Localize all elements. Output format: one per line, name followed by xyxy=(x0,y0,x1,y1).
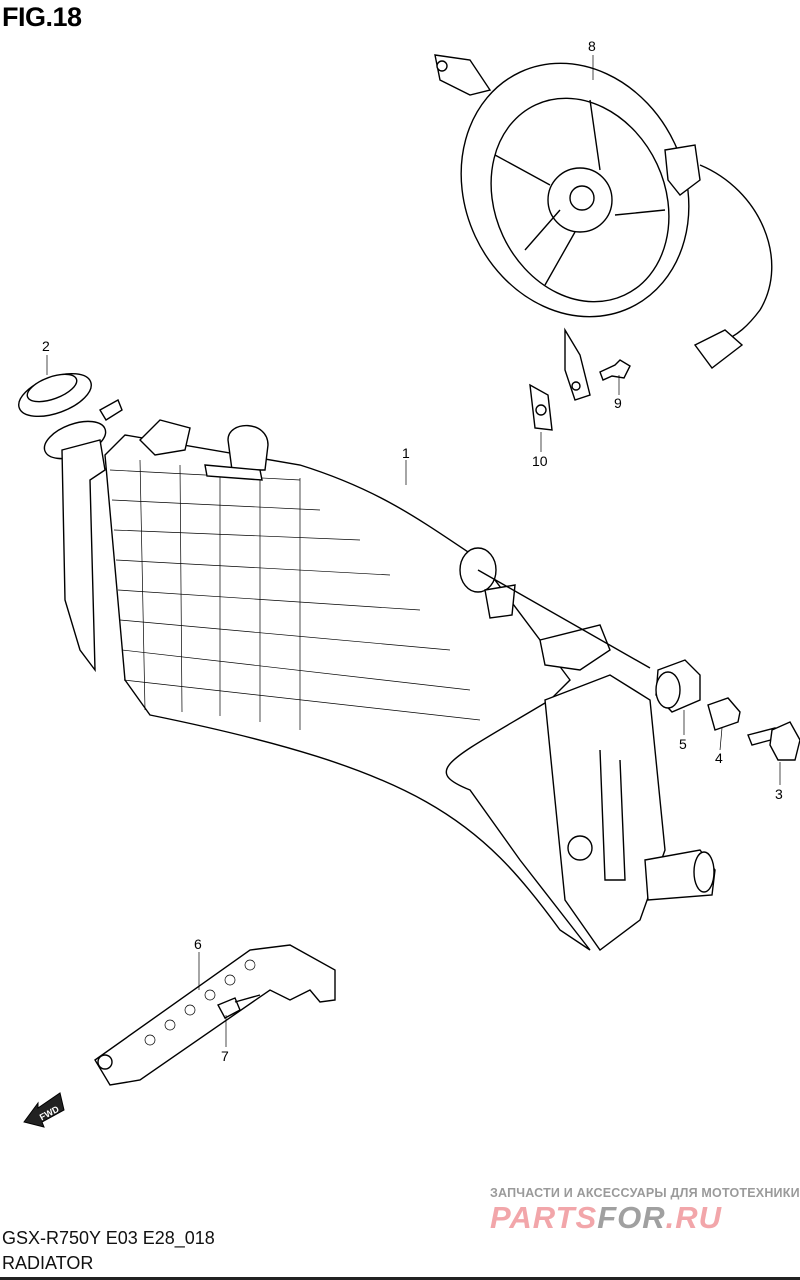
bolt-7[interactable] xyxy=(217,994,261,1019)
bracket-6[interactable] xyxy=(94,944,336,1086)
watermark-logo: PARTSFOR.RU xyxy=(490,1200,722,1236)
callout-5[interactable]: 5 xyxy=(679,736,687,752)
figure-name: RADIATOR xyxy=(2,1253,94,1273)
watermark-logo-b: FOR xyxy=(597,1200,666,1235)
model-code: GSX-R750Y E03 E28_018 xyxy=(2,1228,215,1248)
bottom-divider xyxy=(0,1277,800,1280)
callout-8[interactable]: 8 xyxy=(588,38,596,54)
bolt-9[interactable] xyxy=(599,359,631,381)
cushion-5[interactable] xyxy=(655,659,701,713)
collar-4[interactable] xyxy=(707,697,741,731)
callout-9[interactable]: 9 xyxy=(614,395,622,411)
callout-1[interactable]: 1 xyxy=(402,445,410,461)
callout-4[interactable]: 4 xyxy=(715,750,723,766)
callout-3[interactable]: 3 xyxy=(775,786,783,802)
nut-10[interactable] xyxy=(529,383,553,431)
watermark-logo-c: .RU xyxy=(665,1200,723,1235)
radiator[interactable] xyxy=(39,399,716,951)
callout-6[interactable]: 6 xyxy=(194,936,202,952)
callout-2[interactable]: 2 xyxy=(42,338,50,354)
radiator-cap[interactable] xyxy=(13,365,97,425)
bolt-3[interactable] xyxy=(747,721,800,761)
callout-10[interactable]: 10 xyxy=(532,453,548,469)
cooling-fan[interactable] xyxy=(420,26,773,401)
watermark-logo-a: PARTS xyxy=(490,1200,598,1235)
watermark-subtitle: ЗАПЧАСТИ И АКСЕССУАРЫ ДЛЯ МОТОТЕХНИКИ xyxy=(490,1186,800,1200)
callout-7[interactable]: 7 xyxy=(221,1048,229,1064)
figure-title: FIG.18 xyxy=(2,2,82,32)
forward-arrow-icon: FWD xyxy=(23,1092,65,1128)
